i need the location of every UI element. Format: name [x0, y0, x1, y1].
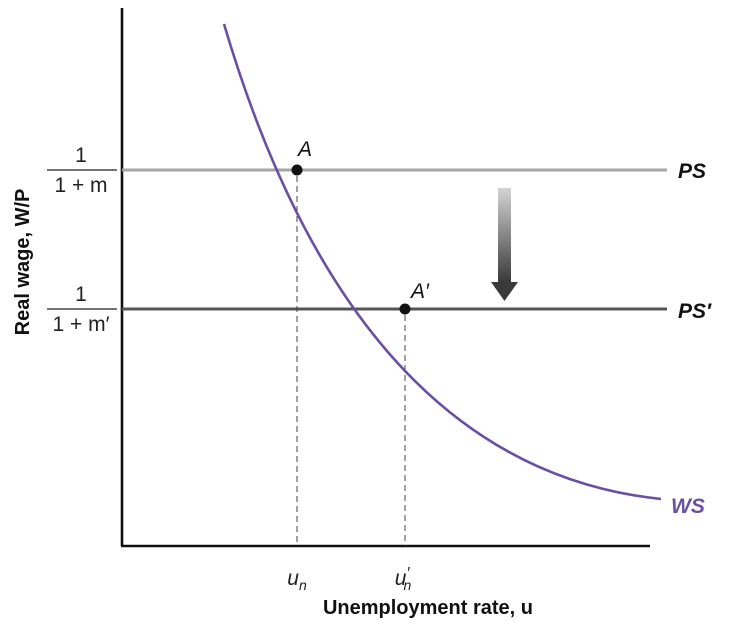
y-tick-lower-denominator: 1 + m′ [52, 313, 109, 336]
ps-prime-label: PS′ [678, 300, 712, 323]
x-axis-label: Unemployment rate, u [323, 597, 533, 619]
y-tick-upper-denominator: 1 + m [54, 174, 107, 197]
ws-curve [222, 23, 662, 501]
x-tick-un-prime-base: u [395, 567, 407, 590]
y-tick-lower-numerator: 1 [75, 283, 87, 306]
shift-down-arrow [491, 188, 518, 301]
x-tick-un: un [287, 567, 307, 593]
y-axis-label: Real wage, W/P [12, 189, 34, 336]
ps-label: PS [678, 160, 706, 183]
point-a-prime [399, 303, 411, 315]
x-tick-un-prime: u′n [395, 565, 412, 593]
point-a-prime-label: A′ [409, 280, 430, 303]
x-tick-un-prime-mark: ′ [406, 565, 410, 582]
point-a-label: A [296, 138, 312, 161]
x-tick-un-sub: n [299, 577, 307, 593]
y-tick-upper-numerator: 1 [75, 144, 87, 167]
x-tick-un-base: u [287, 567, 299, 590]
y-tick-lower: 1 1 + m′ [47, 283, 117, 336]
y-tick-upper: 1 1 + m [47, 144, 117, 197]
point-a [291, 164, 303, 176]
ws-label: WS [671, 495, 705, 518]
x-tick-un-prime-sub: n [403, 577, 411, 593]
